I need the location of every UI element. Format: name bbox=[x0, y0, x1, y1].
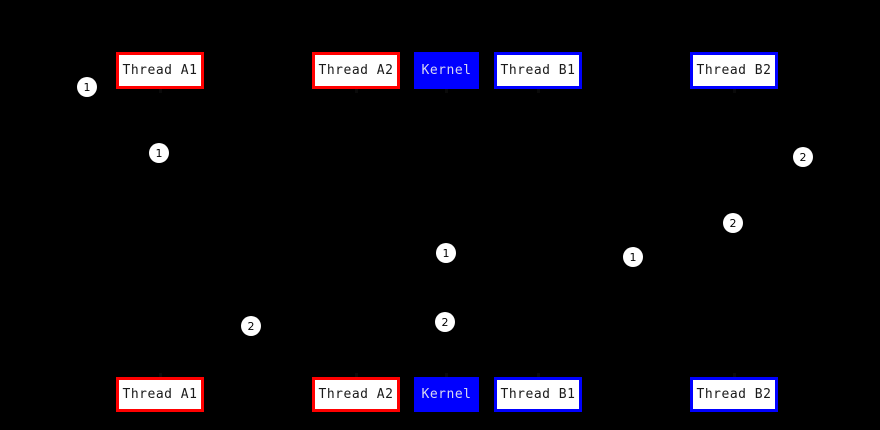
lifeline-stub-bottom-thread-a2 bbox=[355, 373, 358, 377]
message-arrowhead-3 bbox=[734, 164, 741, 172]
message-arrow-4 bbox=[734, 233, 770, 234]
participant-box-kernel-top[interactable]: Kernel bbox=[414, 52, 479, 89]
participant-label-thread-b1-bottom: Thread B1 bbox=[500, 387, 576, 402]
participant-label-thread-b1-top: Thread B1 bbox=[500, 63, 576, 78]
message-arrowhead-4 bbox=[763, 230, 770, 238]
lifeline-stub-top-thread-b1 bbox=[537, 89, 540, 93]
participant-label-thread-b2-bottom: Thread B2 bbox=[696, 387, 772, 402]
message-arrowhead-1 bbox=[153, 94, 160, 102]
participant-label-kernel-bottom: Kernel bbox=[421, 387, 472, 402]
message-arrowhead-8 bbox=[356, 329, 363, 337]
lifeline-stub-bottom-thread-b2 bbox=[733, 373, 736, 377]
lifeline-thread-a2 bbox=[356, 89, 357, 377]
participant-box-thread-a2-top[interactable]: Thread A2 bbox=[312, 52, 400, 89]
message-arrowhead-6 bbox=[446, 264, 453, 272]
sequence-badge-7: 2 bbox=[241, 316, 261, 336]
participant-box-thread-b1-top[interactable]: Thread B1 bbox=[494, 52, 582, 89]
lifeline-thread-a1 bbox=[160, 89, 161, 377]
lifeline-stub-top-thread-b2 bbox=[733, 89, 736, 93]
lifeline-stub-top-thread-a1 bbox=[159, 89, 162, 93]
sequence-badge-1: 1 bbox=[77, 77, 97, 97]
sequence-badge-4: 2 bbox=[723, 213, 743, 233]
participant-box-thread-b2-top[interactable]: Thread B2 bbox=[690, 52, 778, 89]
sequence-badge-2: 1 bbox=[149, 143, 169, 163]
participant-box-thread-a2-bottom[interactable]: Thread A2 bbox=[312, 377, 400, 412]
message-arrow-8 bbox=[356, 332, 446, 333]
message-arrowhead-2 bbox=[189, 160, 196, 168]
message-arrow-6 bbox=[446, 267, 538, 268]
message-arrow-5 bbox=[356, 263, 446, 264]
lifeline-thread-b1 bbox=[538, 89, 539, 377]
sequence-badge-8: 2 bbox=[435, 312, 455, 332]
participant-box-kernel-bottom[interactable]: Kernel bbox=[414, 377, 479, 412]
sequence-badge-5: 1 bbox=[436, 243, 456, 263]
message-arrowhead-7 bbox=[160, 333, 167, 341]
message-arrow-3 bbox=[734, 167, 850, 168]
lifeline-stub-top-thread-a2 bbox=[355, 89, 358, 93]
lifeline-stub-top-kernel bbox=[445, 89, 448, 93]
message-arrow-2 bbox=[160, 163, 196, 164]
participant-box-thread-a1-bottom[interactable]: Thread A1 bbox=[116, 377, 204, 412]
participant-label-thread-b2-top: Thread B2 bbox=[696, 63, 772, 78]
participant-box-thread-b1-bottom[interactable]: Thread B1 bbox=[494, 377, 582, 412]
sequence-badge-6: 1 bbox=[623, 247, 643, 267]
message-arrow-1 bbox=[40, 97, 160, 98]
participant-label-thread-a1-bottom: Thread A1 bbox=[122, 387, 198, 402]
lifeline-stub-bottom-thread-b1 bbox=[537, 373, 540, 377]
participant-box-thread-b2-bottom[interactable]: Thread B2 bbox=[690, 377, 778, 412]
sequence-badge-3: 2 bbox=[793, 147, 813, 167]
participant-label-kernel-top: Kernel bbox=[421, 63, 472, 78]
lifeline-kernel bbox=[446, 89, 447, 377]
participant-box-thread-a1-top[interactable]: Thread A1 bbox=[116, 52, 204, 89]
participant-label-thread-a2-bottom: Thread A2 bbox=[318, 387, 394, 402]
participant-label-thread-a1-top: Thread A1 bbox=[122, 63, 198, 78]
message-arrowhead-5 bbox=[356, 260, 363, 268]
message-arrow-7 bbox=[160, 336, 356, 337]
lifeline-stub-bottom-thread-a1 bbox=[159, 373, 162, 377]
participant-label-thread-a2-top: Thread A2 bbox=[318, 63, 394, 78]
lifeline-stub-bottom-kernel bbox=[445, 373, 448, 377]
